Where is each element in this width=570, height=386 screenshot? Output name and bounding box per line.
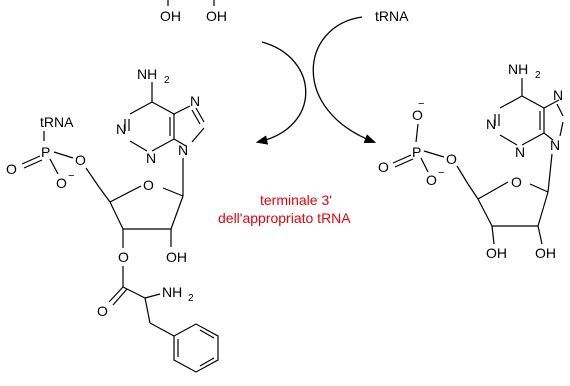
bond: [21, 155, 41, 165]
left-3-oxygen: O: [118, 249, 129, 265]
bond: [199, 329, 215, 339]
left-amine: NH: [137, 66, 157, 82]
bond: [456, 165, 469, 185]
alpha-amine: NH: [162, 284, 182, 300]
bond: [491, 225, 495, 245]
right-n3: N: [515, 144, 525, 160]
left-phosphoryl-oxygen: O: [6, 161, 17, 177]
bond: [543, 99, 560, 109]
benzene-ring-icon: [173, 323, 219, 373]
bond: [559, 121, 564, 137]
incoming-trna-label: tRNA: [375, 8, 409, 24]
annotation-line-1: terminale 3': [260, 192, 332, 208]
left-carbonyl-oxygen: O: [97, 303, 108, 319]
bond: [85, 167, 100, 188]
reaction-arrows: tRNA: [255, 8, 409, 145]
bond: [149, 322, 175, 337]
top-diol-fragment: OH OH: [160, 0, 227, 24]
bond: [151, 101, 175, 115]
curved-arrow-to-reactant-icon: [255, 41, 307, 145]
bond: [129, 101, 153, 115]
bond: [467, 183, 479, 200]
bond: [392, 154, 412, 164]
bond: [195, 107, 205, 123]
left-trna-label: tRNA: [40, 114, 74, 130]
left-n1: N: [116, 121, 126, 137]
bond: [173, 138, 187, 147]
bond: [98, 186, 111, 203]
bond: [537, 191, 549, 227]
left-amine-sub: 2: [164, 75, 170, 86]
right-2-oh: OH: [535, 245, 556, 261]
right-top-charge: −: [418, 98, 424, 110]
curved-arrow-to-product-icon: [312, 16, 377, 144]
bond: [49, 158, 59, 175]
right-5-oxygen: O: [446, 151, 457, 167]
bond: [109, 201, 124, 230]
right-bottom-oxygen: O: [426, 172, 437, 188]
bond: [499, 95, 523, 109]
bond: [423, 150, 445, 158]
bond: [191, 109, 201, 125]
bond: [529, 183, 549, 193]
bond: [53, 151, 74, 159]
top-oh-right: OH: [206, 8, 227, 24]
right-bottom-charge: −: [438, 167, 444, 179]
bond: [199, 357, 215, 367]
right-n7: N: [553, 87, 563, 103]
bond: [394, 158, 414, 168]
bond: [521, 132, 545, 146]
left-phosphorus: P: [41, 144, 50, 160]
right-phosphorus: P: [412, 144, 421, 160]
right-phosphoryl-oxygen: O: [378, 159, 389, 175]
annotation: terminale 3' dell'appropriato tRNA: [218, 192, 351, 226]
right-amine: NH: [508, 61, 528, 77]
bond: [415, 123, 419, 143]
bond: [521, 95, 545, 109]
left-ring-oxygen: O: [143, 177, 154, 193]
bond: [162, 187, 184, 197]
annotation-line-2: dell'appropriato tRNA: [218, 210, 351, 226]
right-n1: N: [486, 116, 496, 132]
right-ring-oxygen: O: [511, 174, 522, 190]
bond: [499, 134, 518, 146]
right-top-oxygen: O: [412, 107, 423, 123]
left-negative-charge: −: [68, 170, 74, 182]
bond: [23, 159, 43, 169]
bond: [144, 297, 151, 324]
right-n9: N: [550, 137, 560, 153]
bond: [556, 103, 564, 117]
bond: [144, 293, 161, 299]
left-n9: N: [178, 142, 188, 158]
top-oh-left: OH: [160, 8, 181, 24]
bond: [477, 198, 493, 227]
bond: [170, 195, 184, 230]
right-3-oh: OH: [486, 245, 507, 261]
bond: [122, 286, 146, 299]
bond: [547, 153, 553, 193]
aminoacyl-trna-molecule: NH 2 N N N N O OH O: [6, 66, 219, 373]
bond: [173, 105, 191, 115]
bond: [151, 138, 175, 152]
bond: [109, 185, 142, 203]
bond: [537, 225, 543, 245]
bond: [477, 181, 509, 200]
left-n3: N: [146, 150, 156, 166]
bond: [543, 132, 554, 141]
right-amine-sub: 2: [535, 70, 541, 81]
left-phosphate-oxygen: O: [56, 175, 67, 191]
bond: [420, 157, 429, 173]
bond: [129, 140, 148, 152]
left-5-oxygen: O: [75, 152, 86, 168]
left-2-oh: OH: [166, 249, 187, 265]
bond: [108, 286, 124, 303]
alpha-amine-sub: 2: [188, 293, 194, 304]
bond: [112, 288, 128, 306]
bond: [191, 127, 205, 143]
amp-molecule: NH 2 N N N N O OH OH O P O: [378, 61, 564, 261]
left-n7: N: [190, 93, 200, 109]
